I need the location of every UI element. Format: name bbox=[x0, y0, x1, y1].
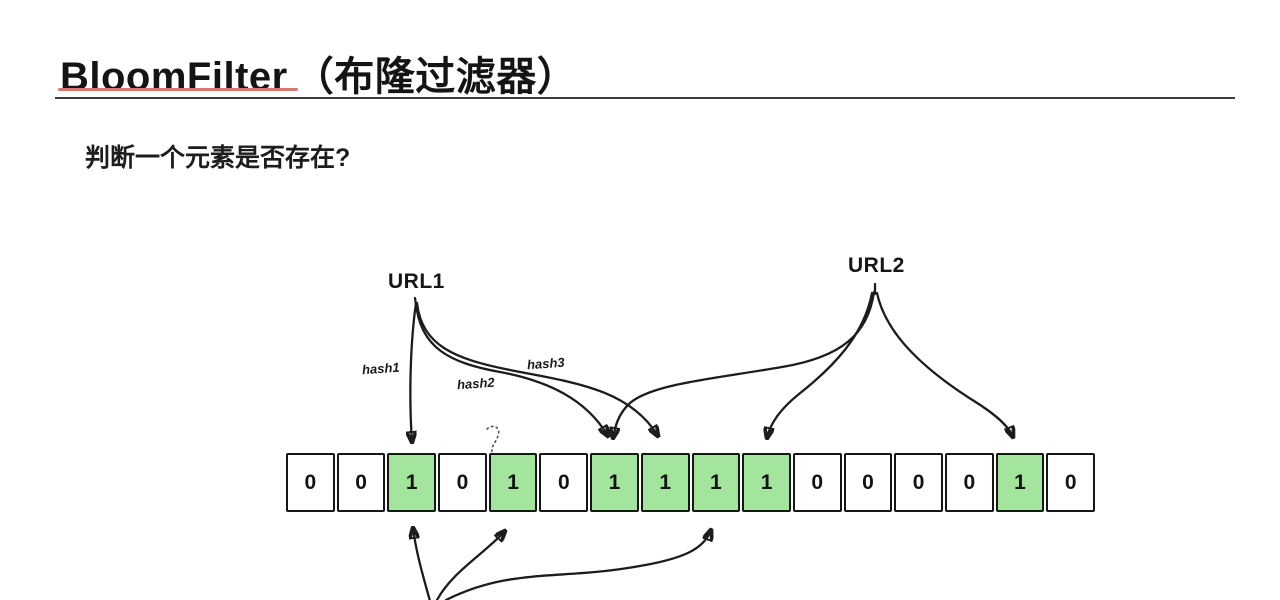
question-text: 判断一个元素是否存在? bbox=[85, 144, 351, 172]
bit-cell: 0 bbox=[286, 453, 335, 512]
bit-cell: 1 bbox=[590, 453, 639, 512]
bit-cell: 0 bbox=[944, 453, 994, 512]
url1-label: URL1 bbox=[388, 270, 445, 293]
title-red-underline bbox=[58, 88, 298, 91]
bit-cell: 1 bbox=[691, 453, 741, 512]
bit-cell: 0 bbox=[792, 453, 842, 512]
header-divider bbox=[55, 97, 1235, 99]
bit-cell: 1 bbox=[742, 453, 791, 512]
bit-cell: 0 bbox=[539, 453, 589, 512]
page-title: BloomFilter（布隆过滤器） bbox=[60, 44, 577, 102]
bit-cell: 1 bbox=[995, 453, 1045, 512]
bit-cell: 1 bbox=[488, 453, 538, 512]
url1-hash1-arrow bbox=[410, 301, 416, 442]
bit-cell: 0 bbox=[843, 453, 893, 512]
bit-cell: 1 bbox=[640, 453, 690, 512]
url2-label: URL2 bbox=[848, 254, 905, 277]
page-title-zh: （布隆过滤器） bbox=[293, 55, 578, 99]
bit-cell: 0 bbox=[438, 453, 487, 512]
url2-bit14-arrow bbox=[875, 291, 1013, 437]
bottom-query-bit4-arrow bbox=[435, 531, 505, 600]
hash1-label: hash1 bbox=[361, 359, 401, 378]
hash2-label: hash2 bbox=[456, 374, 496, 393]
bit-cell: 0 bbox=[1046, 453, 1095, 512]
url1-stem bbox=[413, 296, 418, 307]
page-title-en: BloomFilter bbox=[60, 55, 288, 99]
url2-bit9-arrow bbox=[767, 291, 874, 438]
bottom-query-bit2-arrow bbox=[413, 528, 431, 600]
bit-cell: 1 bbox=[387, 453, 437, 512]
bit-cell: 0 bbox=[894, 453, 943, 512]
bit-cell: 0 bbox=[336, 453, 386, 512]
url2-left-sweep-arrow bbox=[613, 290, 876, 438]
url1-hash2-arrow bbox=[414, 301, 608, 436]
hash3-label: hash3 bbox=[526, 354, 566, 373]
bottom-query-bit8-arrow bbox=[444, 530, 711, 600]
